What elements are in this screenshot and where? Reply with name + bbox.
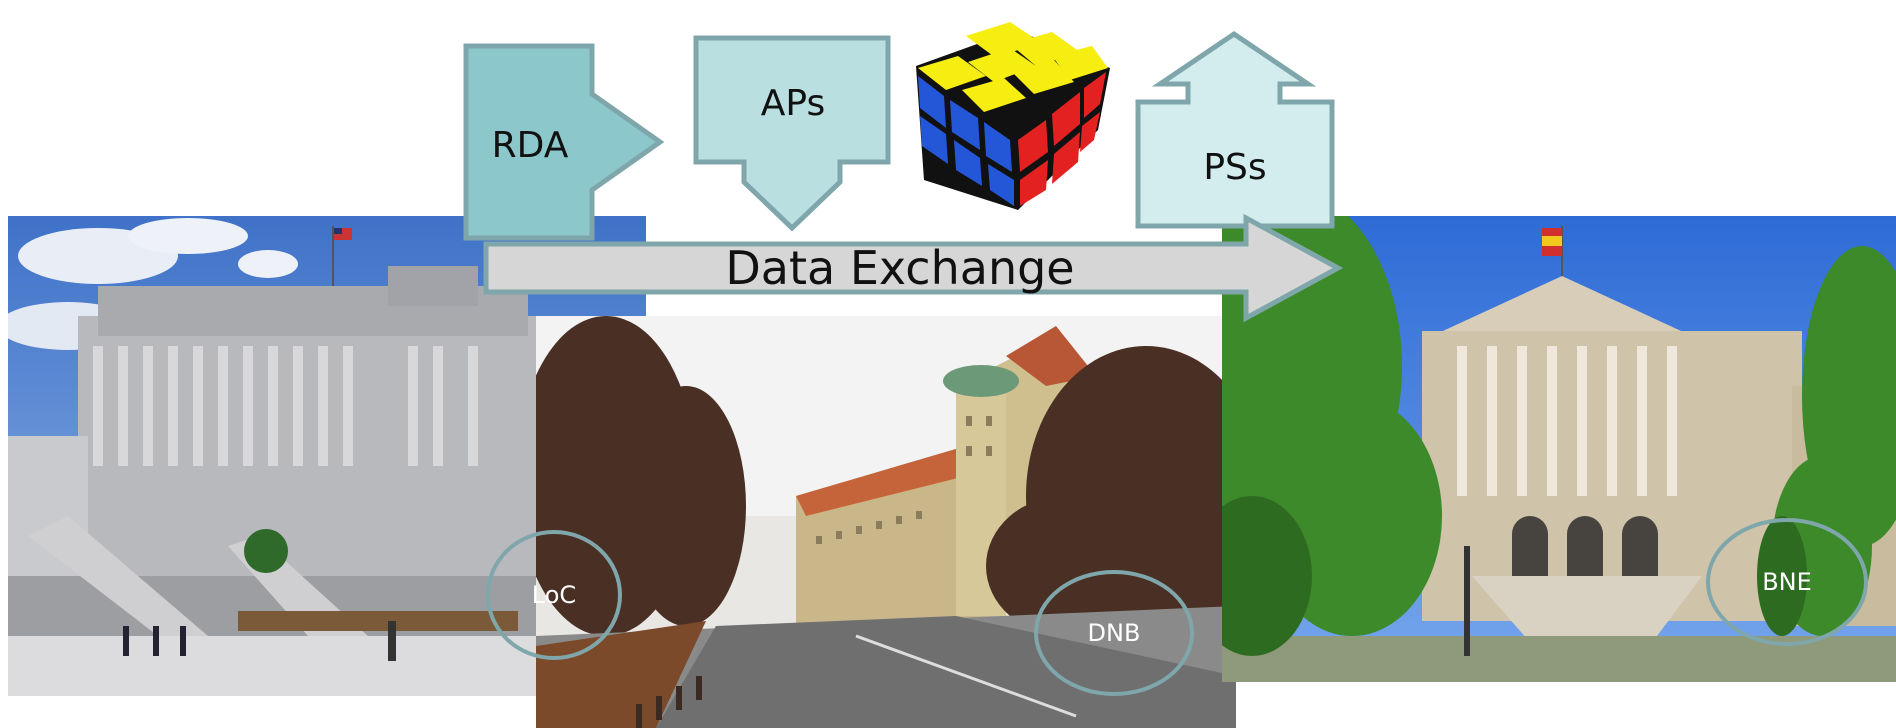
aps-label: APs <box>760 82 826 124</box>
flag-icon <box>1542 228 1562 256</box>
flag-icon <box>334 228 352 240</box>
data-exchange-arrow <box>483 213 1344 323</box>
aps-callout-shape <box>693 35 891 232</box>
rda-callout-shape <box>463 43 665 241</box>
pss-label: PSs <box>1203 146 1267 188</box>
data-exchange-title: Data Exchange <box>725 241 1075 295</box>
photo-deutsche-nationalbibliothek <box>536 316 1236 728</box>
bne-circle-label: BNE <box>1706 518 1868 646</box>
photo-library-of-congress <box>8 216 646 696</box>
dnb-circle-label: DNB <box>1034 570 1194 696</box>
pss-callout-shape <box>1135 30 1335 229</box>
rubiks-cube-icon <box>916 22 1110 210</box>
rda-label: RDA <box>491 124 569 166</box>
loc-circle-label: LoC <box>486 530 622 660</box>
